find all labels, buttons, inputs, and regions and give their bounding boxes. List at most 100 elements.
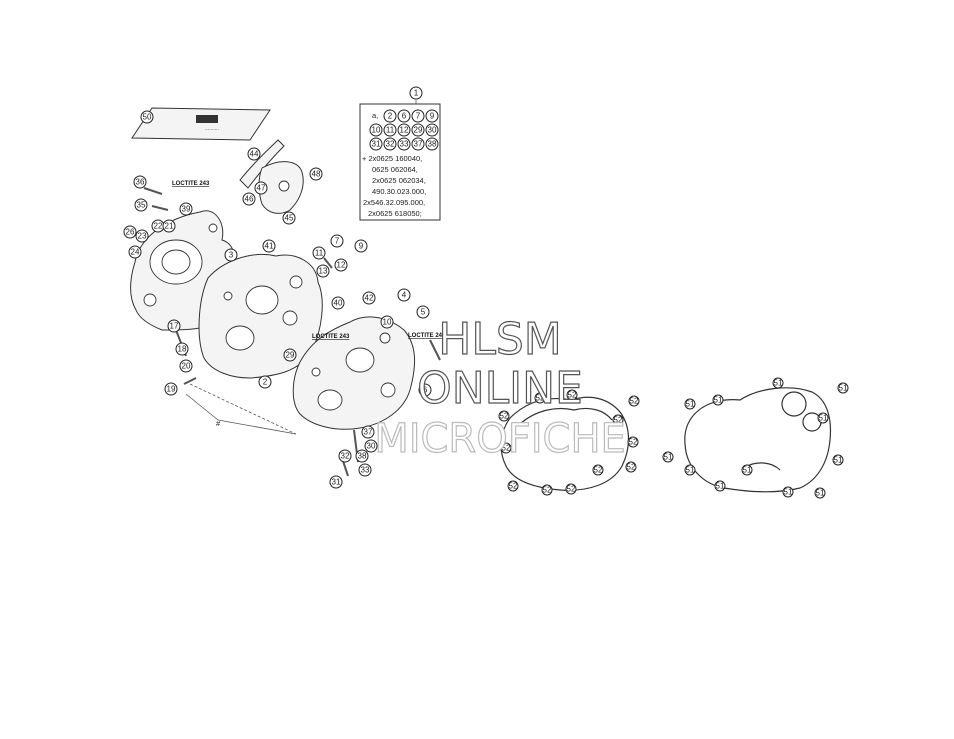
- svg-text:32: 32: [341, 452, 350, 461]
- callout-21: 21: [162, 219, 176, 233]
- svg-text:29: 29: [414, 126, 423, 135]
- kit-box-line-4: 490.30.023.000,: [372, 187, 426, 196]
- callout-31: 31: [369, 137, 383, 151]
- hlsm-watermark: HLSM ONLINE MICROFICHE: [374, 313, 627, 462]
- svg-text:23: 23: [138, 232, 147, 241]
- callout-48: 48: [309, 167, 323, 181]
- callout-9: 9: [425, 109, 439, 123]
- callout-37: 37: [411, 137, 425, 151]
- svg-text:52: 52: [630, 397, 639, 406]
- svg-text:38: 38: [428, 140, 437, 149]
- callout-11: 11: [383, 123, 397, 137]
- callout-52: 52: [534, 392, 546, 404]
- callout-23: 23: [135, 229, 149, 243]
- svg-text:20: 20: [182, 362, 191, 371]
- callout-30: 30: [364, 439, 378, 453]
- callout-52: 52: [500, 442, 512, 454]
- watermark-line-2: ONLINE: [417, 363, 583, 414]
- callout-32: 32: [383, 137, 397, 151]
- callout-6: 6: [397, 109, 411, 123]
- svg-text:41: 41: [265, 242, 274, 251]
- svg-text:11: 11: [315, 249, 324, 258]
- callout-4: 4: [397, 288, 411, 302]
- callout-52: 52: [498, 410, 510, 422]
- callout-52: 52: [625, 461, 637, 473]
- callout-32: 32: [338, 449, 352, 463]
- callout-6: 6: [418, 383, 432, 397]
- svg-text:29: 29: [286, 351, 295, 360]
- svg-text:36: 36: [136, 178, 145, 187]
- dashed-gasket-outline: #: [185, 383, 297, 435]
- callout-17: 17: [167, 319, 181, 333]
- watermark-line-3: MICROFICHE: [374, 416, 626, 462]
- svg-text:11: 11: [386, 126, 395, 135]
- svg-text:30: 30: [367, 442, 376, 451]
- svg-text:38: 38: [358, 452, 367, 461]
- svg-text:51: 51: [714, 396, 723, 405]
- loctite-label-3: LOCTITE 243: [408, 333, 446, 339]
- svg-text:52: 52: [543, 486, 552, 495]
- svg-text:52: 52: [567, 485, 576, 494]
- callout-41: 41: [262, 239, 276, 253]
- svg-text:10: 10: [372, 126, 381, 135]
- callout-38: 38: [355, 449, 369, 463]
- callout-44: 44: [247, 147, 261, 161]
- svg-text:2: 2: [388, 112, 393, 121]
- kit-box-line-5: 2x546.32.095.000,: [363, 198, 425, 207]
- svg-text:50: 50: [143, 113, 152, 122]
- svg-text:4: 4: [402, 291, 407, 300]
- svg-text:52: 52: [502, 444, 511, 453]
- svg-text:7: 7: [416, 112, 421, 121]
- svg-text:45: 45: [285, 214, 294, 223]
- callout-2: 2: [258, 375, 272, 389]
- kit-box-line-6: 2x0625 618050;: [368, 209, 422, 218]
- callout-22: 22: [151, 219, 165, 233]
- svg-text:52: 52: [509, 482, 518, 491]
- svg-text:3: 3: [229, 251, 234, 260]
- callout-20: 20: [179, 359, 193, 373]
- svg-text:51: 51: [839, 384, 848, 393]
- svg-text:51: 51: [686, 466, 695, 475]
- svg-text:13: 13: [319, 267, 328, 276]
- callout-12: 12: [334, 258, 348, 272]
- svg-text:19: 19: [167, 385, 176, 394]
- svg-text:52: 52: [536, 394, 545, 403]
- callout-45: 45: [282, 211, 296, 225]
- svg-text:22: 22: [154, 222, 163, 231]
- svg-text:6: 6: [423, 386, 428, 395]
- svg-text:37: 37: [364, 428, 373, 437]
- svg-text:33: 33: [400, 140, 409, 149]
- callout-9: 9: [354, 239, 368, 253]
- callout-36: 36: [133, 175, 147, 189]
- svg-text:52: 52: [594, 466, 603, 475]
- callout-29: 29: [411, 123, 425, 137]
- svg-text:51: 51: [774, 379, 783, 388]
- svg-text:52: 52: [629, 438, 638, 447]
- svg-text:51: 51: [686, 400, 695, 409]
- svg-text:21: 21: [165, 222, 174, 231]
- callout-5: 5: [416, 305, 430, 319]
- callout-11: 11: [312, 246, 326, 260]
- svg-text:12: 12: [400, 126, 409, 135]
- svg-text:52: 52: [627, 463, 636, 472]
- svg-text:18: 18: [178, 345, 187, 354]
- svg-text:9: 9: [430, 112, 435, 121]
- manual-booklet: ..........: [131, 107, 271, 141]
- callout-51: 51: [684, 398, 696, 410]
- callout-19: 19: [164, 382, 178, 396]
- svg-text:51: 51: [816, 489, 825, 498]
- loctite-label-2: LOCTITE 243: [312, 334, 350, 340]
- svg-text:31: 31: [332, 478, 341, 487]
- callout-51: 51: [832, 454, 844, 466]
- callout-1: 1: [409, 86, 423, 100]
- callout-10: 10: [380, 315, 394, 329]
- callout-50: 50: [140, 110, 154, 124]
- svg-text:24: 24: [131, 248, 140, 257]
- svg-text:52: 52: [568, 391, 577, 400]
- callout-52: 52: [592, 464, 604, 476]
- svg-text:44: 44: [250, 150, 259, 159]
- svg-text:47: 47: [257, 184, 266, 193]
